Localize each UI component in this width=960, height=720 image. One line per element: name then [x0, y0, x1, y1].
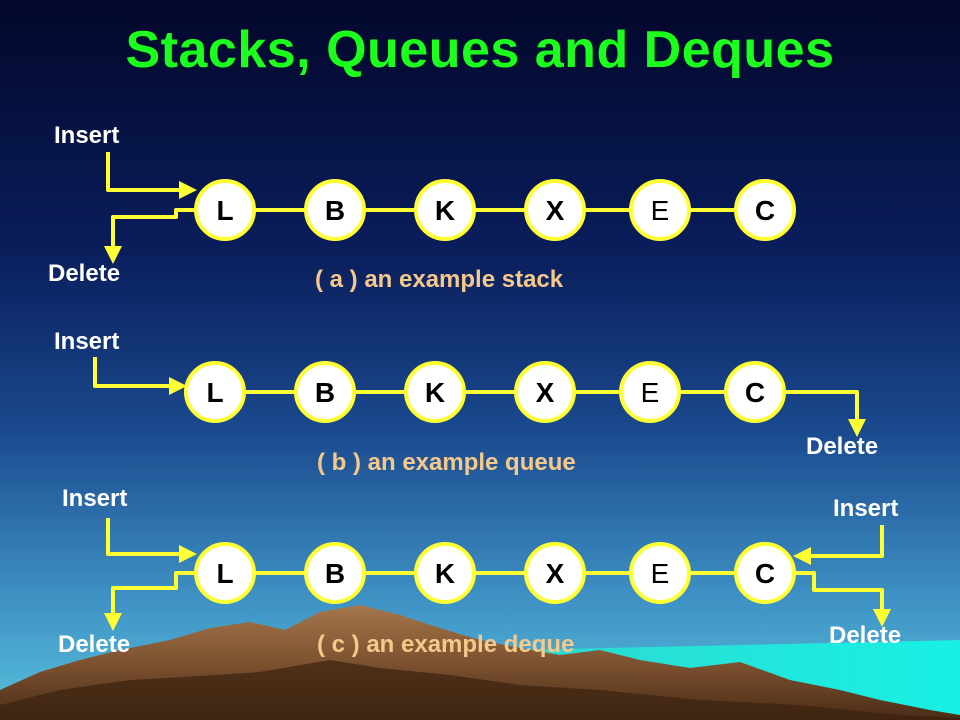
node-x: X: [524, 179, 586, 241]
node-circle: [414, 179, 476, 241]
node-b: B: [304, 542, 366, 604]
node-letter: X: [536, 377, 555, 408]
node-letter: E: [641, 377, 660, 408]
deque-delete-left-label: Delete: [58, 631, 131, 658]
node-letter: K: [435, 558, 455, 589]
stack-delete-label: Delete: [48, 260, 121, 287]
node-circle: [724, 361, 786, 423]
node-letter: B: [325, 558, 345, 589]
node-circle: [294, 361, 356, 423]
node-circle: [629, 179, 691, 241]
node-circle: [514, 361, 576, 423]
node-l: L: [184, 361, 246, 423]
node-e: E: [629, 179, 691, 241]
deque-insert-right-arrow: [793, 525, 884, 565]
connector-layer: [93, 152, 891, 631]
queue-caption: ( b ) an example queue: [317, 449, 576, 476]
queue-delete-arrow: [784, 390, 866, 437]
queue-insert-arrow: [93, 357, 187, 395]
node-letter: C: [755, 195, 775, 226]
node-k: K: [414, 179, 476, 241]
node-letter: C: [755, 558, 775, 589]
deque-delete-right-label: Delete: [829, 622, 902, 649]
node-letter: K: [425, 377, 445, 408]
stack-insert-label: Insert: [54, 122, 120, 149]
node-circle: [734, 179, 796, 241]
node-l: L: [194, 542, 256, 604]
node-letter: X: [546, 195, 565, 226]
node-letter: E: [651, 195, 670, 226]
node-l: L: [194, 179, 256, 241]
deque-insert-left-label: Insert: [62, 485, 128, 512]
node-b: B: [304, 179, 366, 241]
deque-insert-right-label: Insert: [833, 495, 899, 522]
deque-delete-right-arrow: [794, 571, 891, 627]
page-title: Stacks, Queues and Deques: [125, 21, 835, 79]
stack-caption: ( a ) an example stack: [315, 266, 564, 293]
node-k: K: [414, 542, 476, 604]
node-circle: [734, 542, 796, 604]
node-x: X: [524, 542, 586, 604]
node-letter: E: [651, 558, 670, 589]
node-circle: [304, 542, 366, 604]
node-circle: [629, 542, 691, 604]
node-e: E: [629, 542, 691, 604]
deque-insert-left-arrow: [106, 518, 197, 563]
node-letter: C: [745, 377, 765, 408]
node-b: B: [294, 361, 356, 423]
node-letter: K: [435, 195, 455, 226]
node-letter: L: [206, 377, 223, 408]
node-circle: [404, 361, 466, 423]
node-c: C: [724, 361, 786, 423]
stack-insert-arrow: [106, 152, 197, 199]
node-circle: [414, 542, 476, 604]
deque-delete-left-arrow: [104, 571, 196, 631]
node-e: E: [619, 361, 681, 423]
node-circle: [619, 361, 681, 423]
node-circle: [524, 179, 586, 241]
node-letter: X: [546, 558, 565, 589]
node-circle: [304, 179, 366, 241]
node-letter: L: [216, 195, 233, 226]
node-x: X: [514, 361, 576, 423]
queue-delete-label: Delete: [806, 433, 879, 460]
node-letter: B: [325, 195, 345, 226]
node-letter: L: [216, 558, 233, 589]
node-circle: [194, 179, 256, 241]
node-circle: [194, 542, 256, 604]
queue-insert-label: Insert: [54, 328, 120, 355]
node-k: K: [404, 361, 466, 423]
node-circle: [524, 542, 586, 604]
node-layer: L B K X E C L B K X E C L B K X E C: [184, 179, 796, 604]
stack-delete-arrow: [104, 208, 196, 264]
node-c: C: [734, 179, 796, 241]
deque-caption: ( c ) an example deque: [317, 631, 575, 658]
node-c: C: [734, 542, 796, 604]
mountain-shadow: [0, 660, 960, 720]
node-circle: [184, 361, 246, 423]
node-letter: B: [315, 377, 335, 408]
